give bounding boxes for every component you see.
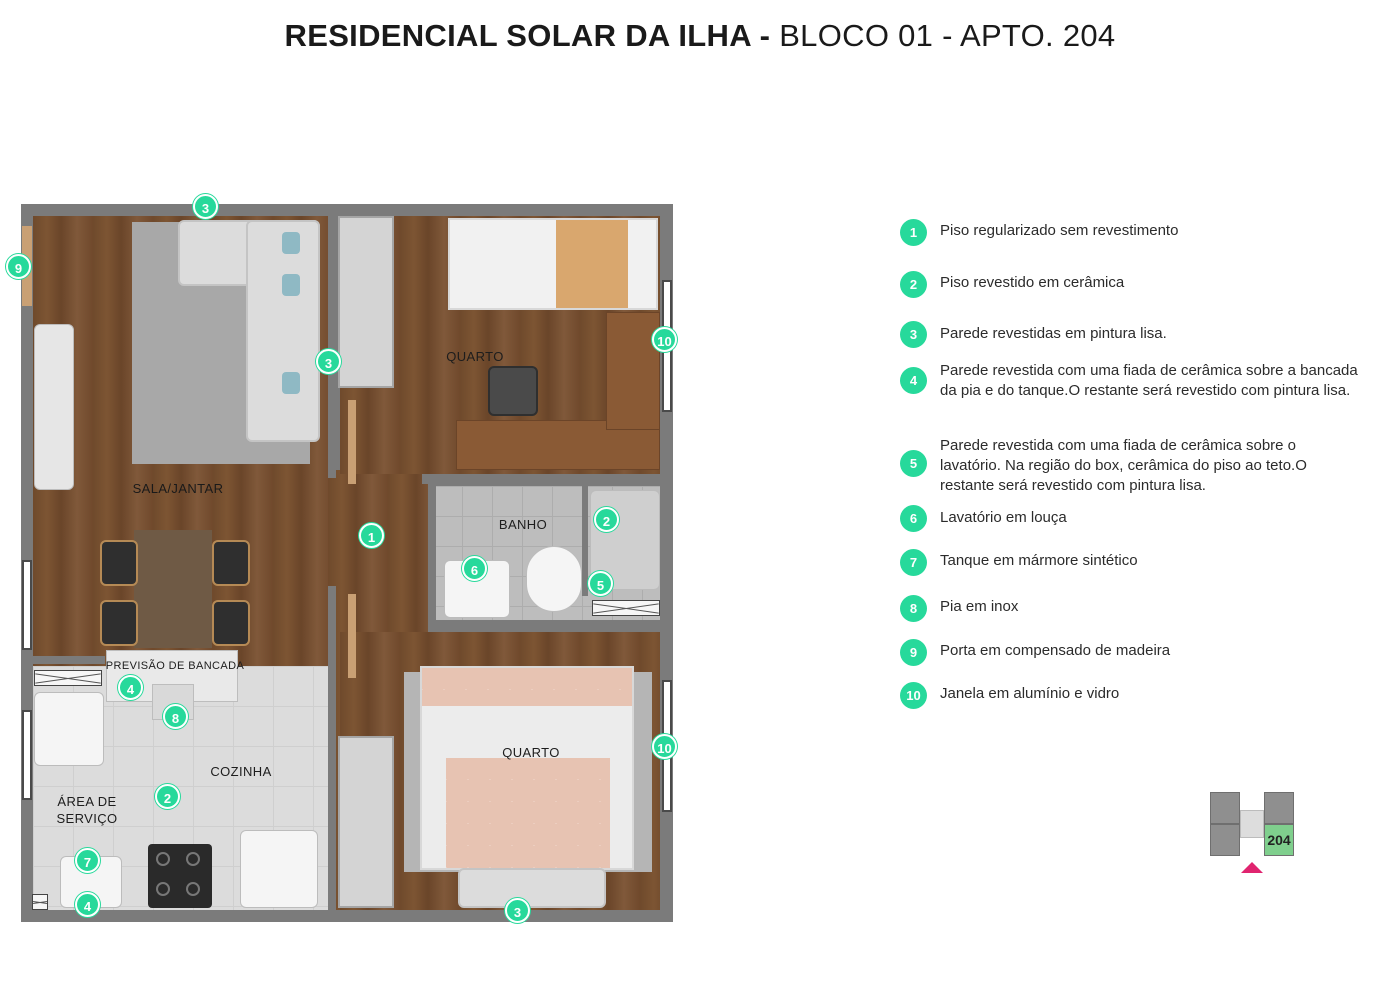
legend-number: 5: [900, 450, 927, 477]
dining-chair: [212, 600, 250, 646]
legend-text: Tanque em mármore sintético: [940, 552, 1138, 569]
marker: 5: [588, 571, 613, 596]
interior-wall: [422, 474, 660, 484]
room-label-area-servico-line1: ÁREA DE: [57, 794, 117, 809]
key-plan-block: [1210, 792, 1240, 824]
interior-wall: [428, 620, 660, 630]
desk-side: [606, 312, 660, 430]
marker: 9: [6, 254, 31, 279]
marker: 6: [462, 556, 487, 581]
burner: [156, 852, 170, 866]
legend-text: Porta em compensado de madeira: [940, 642, 1171, 659]
tv-console: [34, 324, 74, 490]
burner: [156, 882, 170, 896]
interior-wall: [328, 586, 336, 910]
location-arrow-icon: [1241, 862, 1263, 873]
cushion: [282, 232, 300, 254]
desk-chair: [488, 366, 538, 416]
legend-number: 4: [900, 367, 927, 394]
window: [22, 560, 32, 650]
marker: 8: [163, 704, 188, 729]
legend-number: 8: [900, 595, 927, 622]
stove: [148, 844, 212, 908]
sofa-chaise: [246, 220, 320, 442]
marker: 3: [505, 898, 530, 923]
bedroom-door: [348, 400, 356, 484]
washing-machine: [34, 692, 104, 766]
legend-number: 9: [900, 639, 927, 666]
bedroom-door: [348, 594, 356, 678]
dining-chair: [100, 600, 138, 646]
room-label-banho: BANHO: [498, 517, 548, 532]
interior-wall: [428, 484, 436, 624]
legend-text: Parede revestida com uma fiada de cerâmi…: [940, 437, 1307, 494]
room-label-cozinha: COZINHA: [210, 764, 272, 779]
bed-blanket: [556, 220, 628, 308]
interior-wall: [582, 484, 588, 596]
legend-number: 3: [900, 321, 927, 348]
room-label-sala: SALA/JANTAR: [132, 481, 224, 496]
title-unit: BLOCO 01 - APTO. 204: [779, 18, 1116, 53]
legend-number: 2: [900, 271, 927, 298]
toilet: [526, 546, 582, 612]
bed-bottom: [420, 666, 634, 870]
legend-text: Piso revestido em cerâmica: [940, 274, 1125, 291]
legend-text: Pia em inox: [940, 598, 1019, 615]
key-plan-core: [1240, 810, 1264, 838]
interior-wall: [328, 216, 336, 478]
marker: 4: [118, 675, 143, 700]
wall-cutout: [32, 894, 48, 910]
page-title: RESIDENCIAL SOLAR DA ILHA - BLOCO 01 - A…: [0, 18, 1400, 54]
title-project: RESIDENCIAL SOLAR DA ILHA -: [284, 18, 771, 53]
interior-wall: [33, 656, 105, 664]
marker: 10: [652, 327, 677, 352]
cushion: [282, 372, 300, 394]
dining-chair: [212, 540, 250, 586]
wall-cutout: [592, 600, 660, 616]
legend-number: 1: [900, 219, 927, 246]
wardrobe: [338, 216, 394, 388]
wardrobe: [338, 736, 394, 908]
marker: 3: [193, 194, 218, 219]
room-label-quarto-top: QUARTO: [446, 349, 504, 364]
legend-number: 6: [900, 505, 927, 532]
window: [22, 710, 32, 800]
cushion: [282, 274, 300, 296]
legend-text: Janela em alumínio e vidro: [940, 685, 1120, 702]
burner: [186, 852, 200, 866]
room-label-area-servico-line2: SERVIÇO: [56, 811, 118, 826]
legend-text: Parede revestidas em pintura lisa.: [940, 325, 1167, 342]
legend-text: Lavatório em louça: [940, 509, 1067, 526]
key-plan-block: [1264, 792, 1294, 824]
burner: [186, 882, 200, 896]
marker: 2: [155, 784, 180, 809]
marker: 1: [359, 523, 384, 548]
key-plan-unit: 204: [1264, 824, 1294, 856]
marker: 3: [316, 349, 341, 374]
legend-text: Parede revestida com uma fiada de cerâmi…: [940, 362, 1358, 399]
refrigerator: [240, 830, 318, 908]
wall-cutout: [34, 670, 102, 686]
marker: 4: [75, 892, 100, 917]
room-label-bancada: PREVISÃO DE BANCADA: [105, 660, 245, 672]
marker: 7: [75, 848, 100, 873]
bench: [458, 868, 606, 908]
pillow: [422, 668, 632, 706]
key-plan: 204: [1208, 792, 1298, 874]
legend-number: 7: [900, 549, 927, 576]
dining-table: [134, 530, 212, 648]
marker: 10: [652, 734, 677, 759]
dining-chair: [100, 540, 138, 586]
room-label-quarto-bottom: QUARTO: [502, 745, 560, 760]
key-plan-block: [1210, 824, 1240, 856]
room-label-area-servico: ÁREA DE SERVIÇO: [44, 793, 130, 827]
bed-top: [448, 218, 658, 310]
legend-number: 10: [900, 682, 927, 709]
marker: 2: [594, 507, 619, 532]
legend-text: Piso regularizado sem revestimento: [940, 222, 1179, 239]
bed-quilt: [446, 758, 610, 868]
